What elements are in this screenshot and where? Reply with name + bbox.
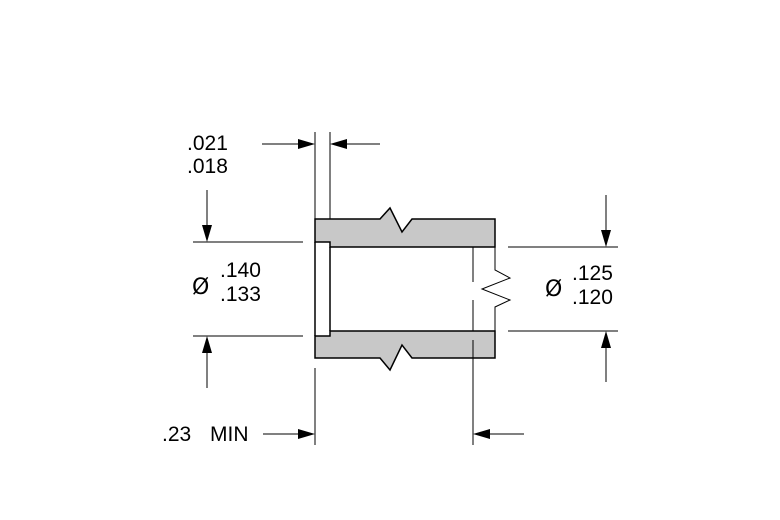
counterbore-arrow-left: [298, 139, 315, 149]
top-wall-section: [314, 206, 496, 248]
id-diameter-symbol: Ø: [545, 277, 562, 302]
od-upper-tolerance: .140: [220, 259, 261, 282]
od-arrow-top: [202, 225, 212, 242]
depth-arrow-left: [298, 429, 315, 439]
id-arrow-bottom: [601, 331, 611, 348]
depth-arrow-right: [473, 429, 490, 439]
id-lower-tolerance: .120: [572, 286, 613, 309]
od-lower-tolerance: .133: [220, 283, 261, 306]
od-arrow-bottom: [202, 336, 212, 353]
counterbore-arrow-right: [330, 139, 347, 149]
bottom-wall-section: [314, 330, 496, 372]
depth-suffix: MIN: [210, 423, 249, 446]
counterbore-lower-tolerance: .018: [187, 155, 228, 178]
id-arrow-top: [601, 230, 611, 247]
counterbore-outline: [314, 242, 331, 336]
counterbore-upper-tolerance: .021: [187, 132, 228, 155]
id-upper-tolerance: .125: [572, 262, 613, 285]
depth-value: .23: [162, 423, 191, 446]
bore-break-line: [480, 247, 512, 331]
od-diameter-symbol: Ø: [192, 275, 209, 300]
